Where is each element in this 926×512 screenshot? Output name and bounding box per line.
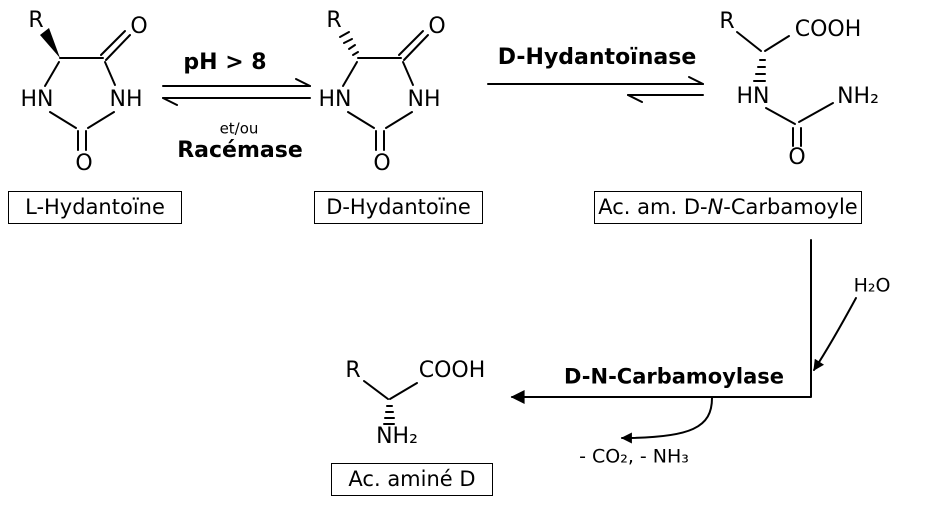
- atom-label-hn: HN: [20, 87, 54, 112]
- bond-line: [389, 382, 418, 400]
- l-hydantoin-bonds: [40, 28, 131, 151]
- atom-label-nh: NH: [109, 87, 143, 112]
- harpoon-barb: [295, 78, 311, 87]
- stereo-hash: [343, 38, 353, 44]
- atom-label-r: R: [345, 358, 361, 383]
- ph-condition-label: pH > 8: [183, 50, 267, 75]
- atom-label-o: O: [130, 14, 148, 39]
- bond-line: [104, 61, 116, 86]
- atom-label-r: R: [719, 9, 735, 34]
- bond-line: [49, 111, 77, 129]
- atom-label-cooh: COOH: [794, 17, 862, 42]
- atom-label-o: O: [788, 145, 806, 170]
- bond-line: [764, 35, 790, 52]
- atom-label-hn: HN: [736, 84, 770, 109]
- name-part-italic-n: N: [707, 195, 724, 219]
- et-ou-label: et/ou: [219, 119, 259, 138]
- compound-name-n-carbamoyl: Ac. am. D-N-Carbamoyle: [594, 191, 862, 224]
- bond-line: [385, 111, 413, 129]
- double-bond-line: [403, 34, 429, 61]
- d-hydantoin-bonds: [339, 30, 429, 151]
- main-reaction-arrow: [510, 239, 812, 404]
- byproducts-curved-arrow: [620, 397, 713, 444]
- equilibrium-arrows-hydantoinase: [487, 76, 704, 103]
- carbamoylase-enzyme-label: D-N-Carbamoylase: [563, 364, 785, 389]
- bond-line: [347, 111, 375, 129]
- h2o-curved-arrow: [813, 297, 857, 371]
- bond-line: [765, 107, 796, 125]
- double-bond-line: [398, 30, 424, 56]
- atom-label-o: O: [428, 14, 446, 39]
- racemase-enzyme-label: Racémase: [177, 138, 303, 163]
- stereo-hash: [348, 44, 356, 50]
- double-bond-line: [100, 30, 126, 56]
- bond-line: [44, 61, 60, 87]
- atom-label-nh: NH: [407, 87, 441, 112]
- stereo-hash: [352, 51, 359, 56]
- byproducts-label: - CO₂, - NH₃: [579, 445, 689, 468]
- n-carbamoyl-bonds: [736, 31, 834, 147]
- bond-line: [342, 61, 358, 87]
- harpoon-barb: [162, 97, 178, 106]
- stereo-wedge-bond: [40, 28, 60, 58]
- bond-line: [798, 102, 834, 123]
- atom-label-hn: HN: [318, 87, 352, 112]
- equilibrium-arrows-racemization: [162, 78, 311, 106]
- atom-label-r: R: [326, 8, 342, 33]
- compound-name-amino-acid-d: Ac. aminé D: [331, 463, 493, 496]
- atom-label-o: O: [373, 151, 391, 176]
- bond-line: [87, 111, 115, 129]
- stereo-hash: [339, 31, 350, 38]
- bond-line: [736, 31, 762, 52]
- atom-label-cooh: COOH: [418, 358, 486, 383]
- hydantoinase-enzyme-label: D-Hydantoïnase: [497, 45, 697, 70]
- compound-name-l-hydantoine: L-Hydantoïne: [8, 191, 182, 224]
- atom-label-r: R: [28, 8, 44, 33]
- bond-line: [363, 380, 389, 400]
- harpoon-barb: [627, 94, 643, 103]
- atom-label-nh2: NH₂: [376, 424, 418, 449]
- harpoon-barb: [688, 76, 704, 85]
- name-part-pre: Ac. am. D-: [598, 195, 708, 219]
- amino-acid-bonds: [363, 380, 418, 425]
- bond-line: [402, 61, 414, 86]
- atom-label-nh2: NH₂: [837, 84, 879, 109]
- compound-name-d-hydantoine: D-Hydantoïne: [314, 191, 483, 224]
- h2o-reagent-label: H₂O: [853, 274, 891, 297]
- double-bond-line: [105, 34, 131, 61]
- atom-label-o: O: [75, 151, 93, 176]
- name-part-post: -Carbamoyle: [723, 195, 858, 219]
